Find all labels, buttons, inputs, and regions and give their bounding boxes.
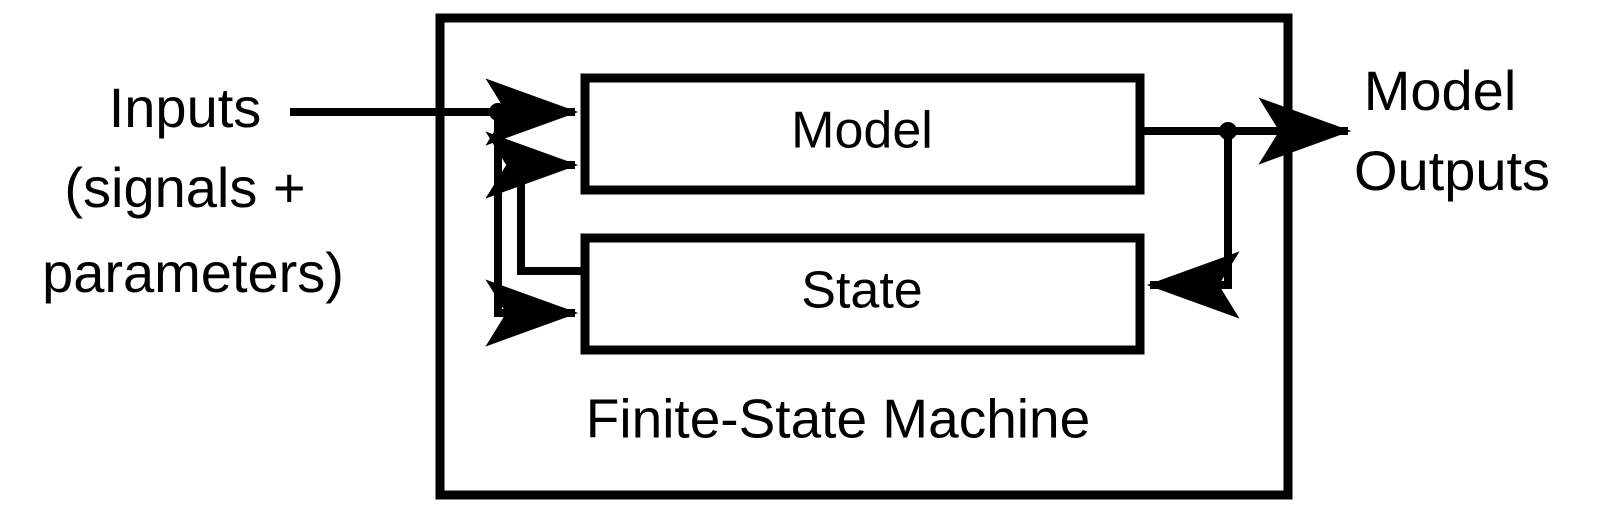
state-box[interactable] <box>580 233 1145 355</box>
output-label-line-1: Model <box>1364 59 1517 122</box>
input-junction-dot <box>489 103 507 121</box>
model-box-label: Model <box>791 102 933 160</box>
outer-fsm-box <box>435 13 1293 500</box>
output-junction-dot <box>1219 122 1237 140</box>
state-box-label: State <box>801 262 922 320</box>
connector-model-to-state <box>1146 131 1240 319</box>
input-label-line-1: Inputs <box>109 76 262 139</box>
outer-box-label: Finite-State Machine <box>586 388 1090 450</box>
input-label-line-3: parameters) <box>42 241 344 304</box>
model-box[interactable] <box>580 73 1145 195</box>
input-label-line-2: (signals + <box>64 156 305 219</box>
connector-inputs-to-state <box>485 112 579 347</box>
output-label-line-2: Outputs <box>1354 139 1550 202</box>
connector-state-to-model <box>485 131 585 275</box>
